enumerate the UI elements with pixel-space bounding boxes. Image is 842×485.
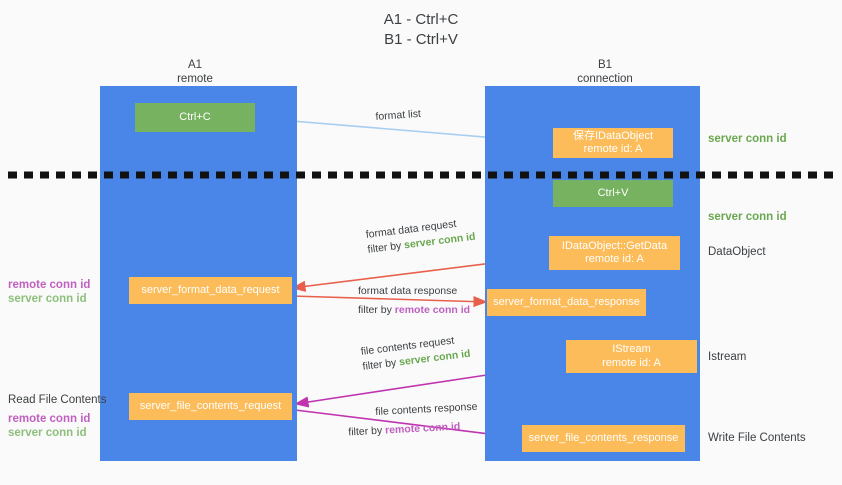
label-write-file-contents: Write File Contents	[708, 432, 806, 444]
label-server-conn-id-lower: server conn id	[8, 427, 87, 439]
label-remote-conn-id-upper: remote conn id	[8, 279, 91, 291]
label-server-conn-id-upper: server conn id	[8, 293, 87, 305]
label-server-conn-id-top: server conn id	[708, 133, 787, 145]
column-header-b1: B1 connection	[577, 59, 633, 85]
node-server-format-data-response[interactable]: server_format_data_response	[487, 289, 646, 316]
node-idataobject-getdata[interactable]: IDataObject::GetData remote id: A	[549, 236, 680, 270]
node-server-format-data-request[interactable]: server_format_data_request	[129, 277, 292, 304]
arrow-format-data-response	[291, 295, 488, 308]
label-dataobject: DataObject	[708, 246, 766, 258]
arrow-file-contents-response	[294, 409, 523, 442]
node-istream[interactable]: IStream remote id: A	[566, 340, 697, 373]
label-server-conn-id-mid: server conn id	[708, 211, 787, 223]
node-ctrl-v[interactable]: Ctrl+V	[553, 180, 673, 207]
label-file-contents-response: file contents response filter by remote …	[348, 400, 479, 439]
label-format-data-response-line2: filter by remote conn id	[358, 304, 471, 316]
label-remote-conn-id-lower: remote conn id	[8, 413, 91, 425]
label-istream: Istream	[708, 351, 747, 363]
label-read-file-contents: Read File Contents	[8, 394, 107, 406]
label-conn-ids-upper: remote conn id server conn id	[8, 278, 90, 306]
node-save-idataobject[interactable]: 保存IDataObject remote id: A	[553, 128, 673, 158]
node-server-file-contents-request[interactable]: server_file_contents_request	[129, 393, 292, 420]
node-server-file-contents-response[interactable]: server_file_contents_response	[522, 425, 685, 452]
column-header-a1: A1 remote	[177, 59, 213, 85]
label-format-data-response-line1: format data response	[358, 285, 458, 297]
label-format-data-response: format data response filter by remote co…	[358, 284, 470, 318]
label-format-list: format list	[375, 107, 422, 123]
node-ctrl-c[interactable]: Ctrl+C	[135, 103, 255, 132]
label-conn-ids-lower: remote conn id server conn id	[8, 412, 90, 440]
page-title: A1 - Ctrl+C B1 - Ctrl+V	[383, 11, 459, 48]
